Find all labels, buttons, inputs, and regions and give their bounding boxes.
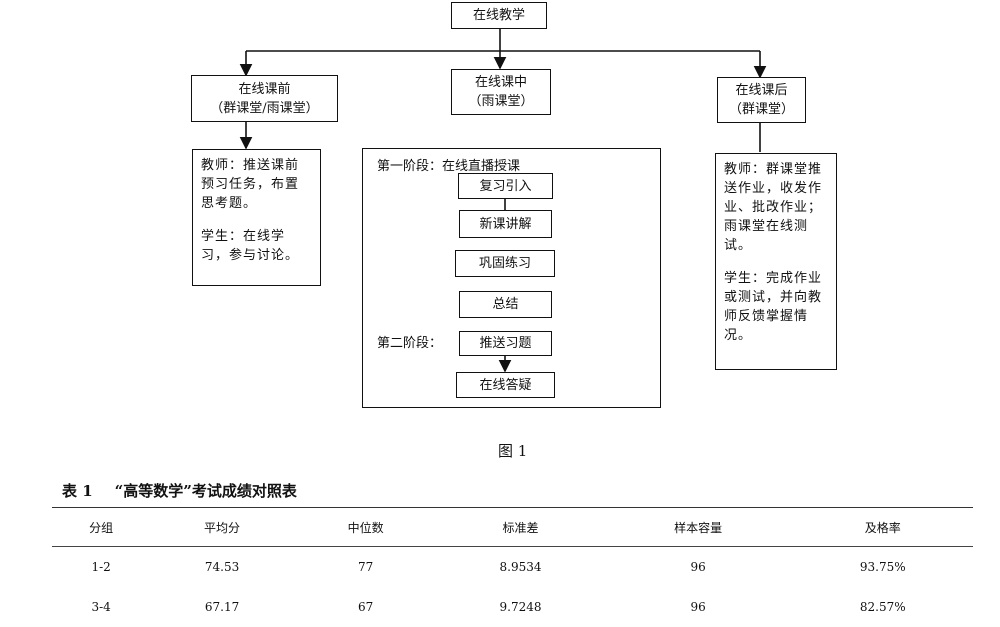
after-class-box: 在线课后 （群课堂） xyxy=(717,77,806,123)
before-student-text: 学生：在线学习，参与讨论。 xyxy=(201,229,300,263)
after-student-text: 学生：完成作业或测试，并向教师反馈掌握情况。 xyxy=(724,271,823,343)
step-label: 新课讲解 xyxy=(479,216,532,232)
step-label: 巩固练习 xyxy=(478,256,531,271)
root-label: 在线教学 xyxy=(472,8,525,23)
step-label: 总结 xyxy=(492,297,519,312)
step-label: 复习引入 xyxy=(479,178,532,194)
table-title-text: “高等数学”考试成绩对照表 xyxy=(114,482,297,500)
after-teacher-text: 教师：群课堂推送作业，收发作业、批改作业；雨课堂在线测试。 xyxy=(724,162,823,253)
cell-pass-rate: 93.75% xyxy=(859,560,906,574)
after-note-box: 教师：群课堂推送作业，收发作业、批改作业；雨课堂在线测试。 学生：完成作业或测试… xyxy=(715,153,837,370)
step-label: 推送习题 xyxy=(479,336,532,351)
stage2-label: 第二阶段： xyxy=(377,336,443,351)
after-subtitle: （群课堂） xyxy=(728,102,794,117)
header-median: 中位数 xyxy=(293,507,438,547)
table-header-row: 分组 平均分 中位数 标准差 样本容量 及格率 xyxy=(52,507,973,547)
step-label: 在线答疑 xyxy=(479,377,532,393)
stage1-label: 第一阶段：在线直播授课 xyxy=(377,159,521,174)
before-title: 在线课前 xyxy=(238,81,291,97)
step-new-lesson: 新课讲解 xyxy=(459,210,552,238)
step-review-intro: 复习引入 xyxy=(458,173,553,199)
step-practice: 巩固练习 xyxy=(455,250,555,277)
figure-caption: 图 1 xyxy=(498,442,528,460)
in-class-frame xyxy=(362,148,661,408)
header-sample-size: 样本容量 xyxy=(603,507,793,547)
cell-group: 1-2 xyxy=(91,560,111,574)
score-table: 分组 平均分 中位数 标准差 样本容量 及格率 1-2 74.53 77 8.9… xyxy=(52,507,973,627)
before-class-box: 在线课前 （群课堂/雨课堂） xyxy=(191,75,338,122)
cell-std: 8.9534 xyxy=(499,560,542,574)
step-push-exercises: 推送习题 xyxy=(459,331,552,356)
during-title: 在线课中 xyxy=(474,75,527,90)
header-group: 分组 xyxy=(52,507,151,547)
header-mean: 平均分 xyxy=(150,507,294,547)
header-std: 标准差 xyxy=(437,507,604,547)
during-class-box: 在线课中 （雨课堂） xyxy=(451,69,551,115)
cell-mean: 74.53 xyxy=(204,560,240,574)
cell-median: 67 xyxy=(358,600,374,614)
table-row: 3-4 67.17 67 9.7248 96 82.57% xyxy=(52,587,973,627)
cell-group: 3-4 xyxy=(91,600,111,614)
cell-sample-size: 96 xyxy=(690,560,706,574)
after-title: 在线课后 xyxy=(735,83,788,98)
before-subtitle: （群课堂/雨课堂） xyxy=(210,100,319,116)
root-box: 在线教学 xyxy=(451,2,547,29)
cell-pass-rate: 82.57% xyxy=(859,600,906,614)
table-title: 表 1 “高等数学”考试成绩对照表 xyxy=(62,480,319,501)
cell-median: 77 xyxy=(358,560,374,574)
header-pass-rate: 及格率 xyxy=(792,507,973,547)
before-teacher-text: 教师：推送课前预习任务，布置思考题。 xyxy=(201,158,300,211)
cell-std: 9.7248 xyxy=(499,600,542,614)
step-online-qa: 在线答疑 xyxy=(456,372,555,398)
cell-mean: 67.17 xyxy=(204,600,240,614)
step-summary: 总结 xyxy=(459,291,552,318)
during-subtitle: （雨课堂） xyxy=(468,94,534,109)
table-number: 表 1 xyxy=(62,482,93,500)
table-row: 1-2 74.53 77 8.9534 96 93.75% xyxy=(52,547,973,588)
before-note-box: 教师：推送课前预习任务，布置思考题。 学生：在线学习，参与讨论。 xyxy=(192,149,321,286)
flowchart-connectors xyxy=(239,28,767,373)
cell-sample-size: 96 xyxy=(690,600,706,614)
